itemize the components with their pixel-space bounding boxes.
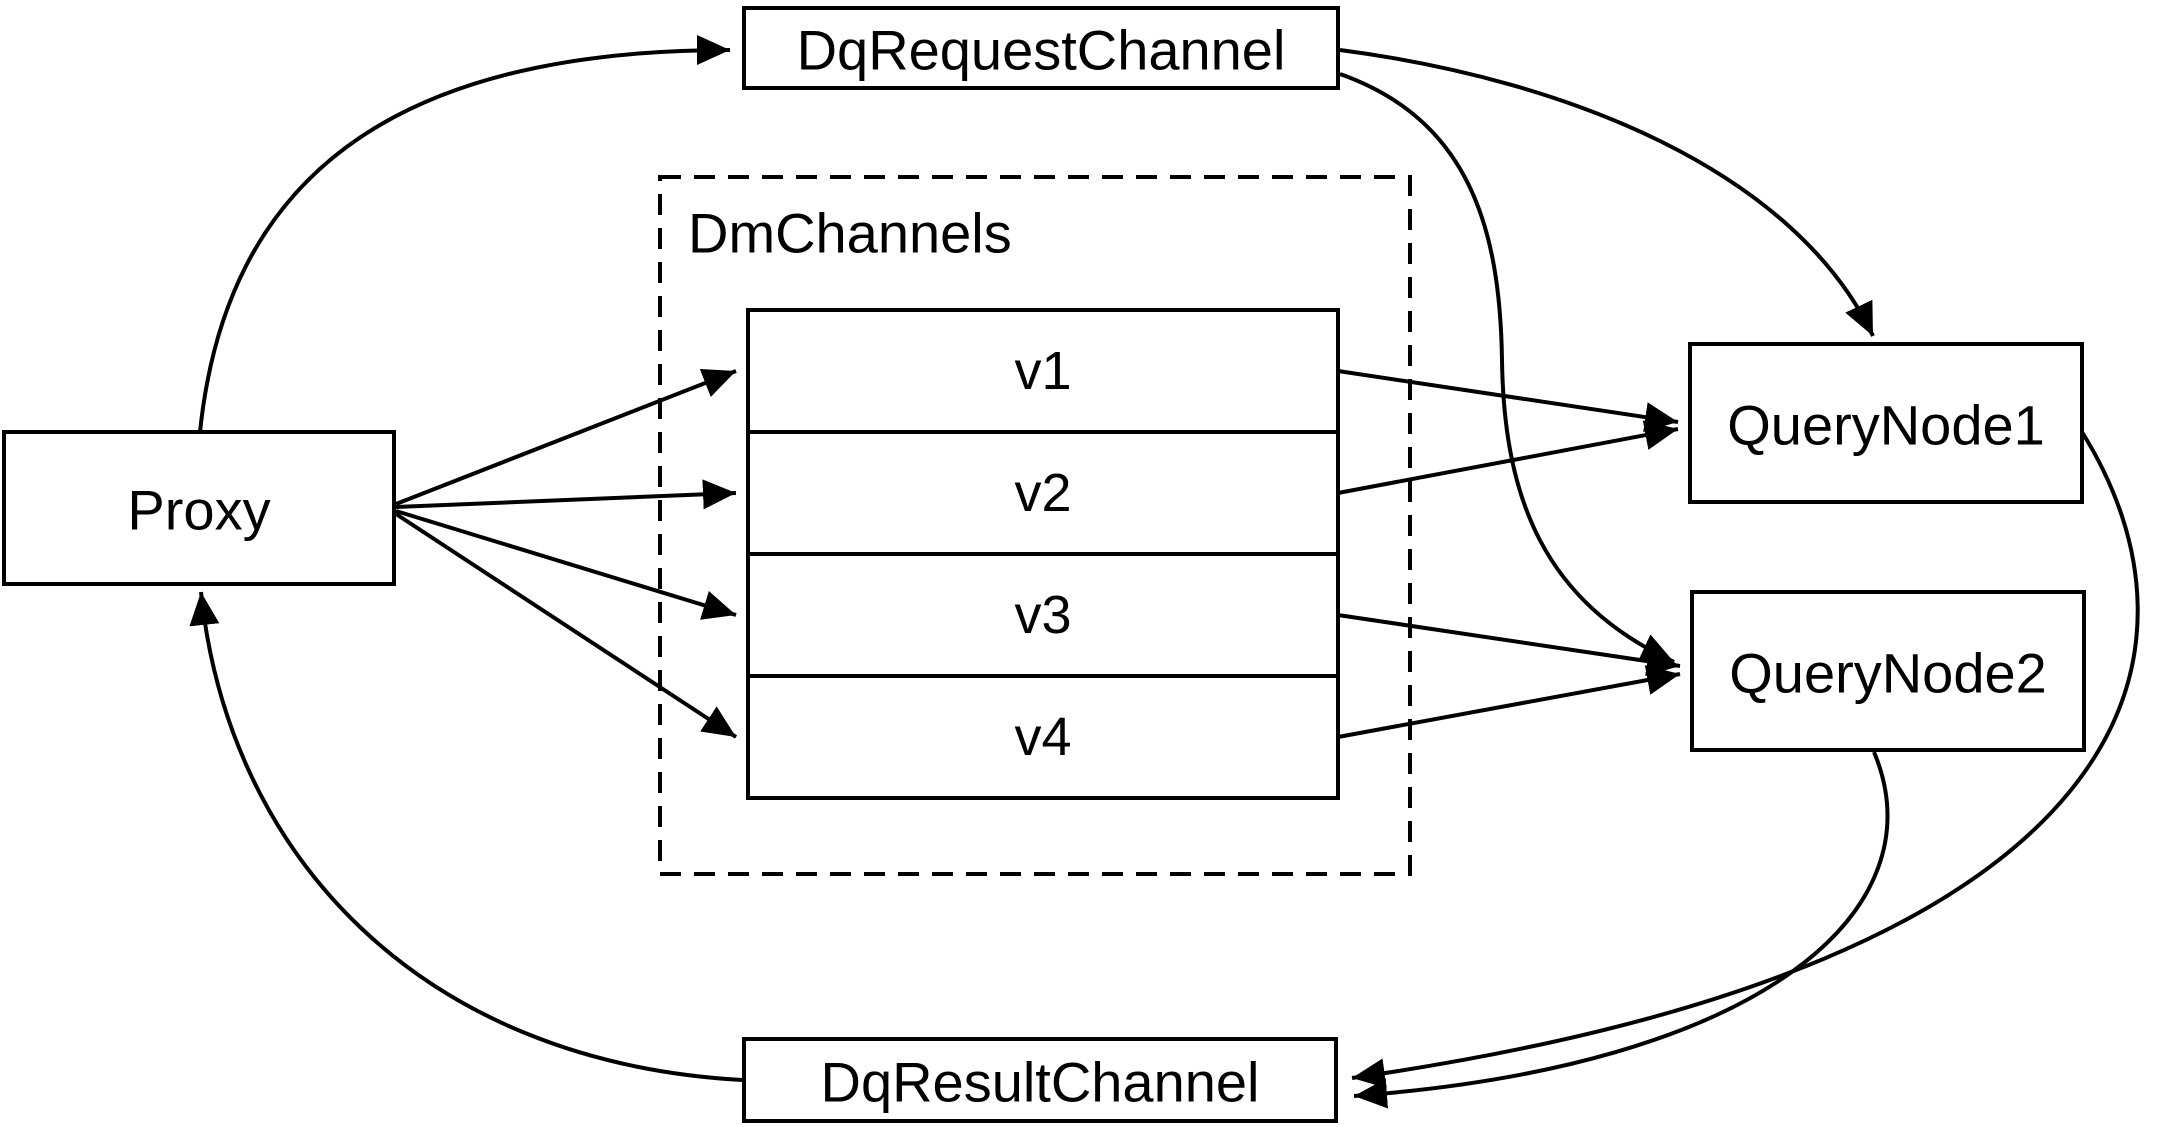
edge-v2-to-query-node-1 xyxy=(1337,420,1679,495)
edge-proxy-to-v1 xyxy=(395,369,737,506)
dq-result-channel-box xyxy=(742,1037,1338,1123)
edge-dq-request-channel-to-query-node-2 xyxy=(1339,72,1675,664)
dq-request-channel-box xyxy=(742,6,1340,90)
edge-dq-request-channel-to-query-node-1 xyxy=(1339,48,1875,337)
dm-channels-border xyxy=(658,175,1412,876)
edge-proxy-to-v4 xyxy=(394,512,738,739)
query-node-1-label: QueryNode1 xyxy=(1727,394,2045,457)
dq-request-channel-label: DqRequestChannel xyxy=(797,19,1286,82)
edge-v3-to-query-node-2 xyxy=(1337,613,1681,676)
node-proxy: Proxy xyxy=(2,430,396,586)
channel-table: v1 v2 v3 v4 xyxy=(746,308,1340,800)
edge-query-node-2-to-dq-result-channel xyxy=(1353,751,1890,1109)
node-query-node-1: QueryNode1 xyxy=(1688,342,2084,504)
edge-dq-result-channel-to-proxy xyxy=(189,591,743,1082)
query-node-1-box xyxy=(1688,342,2084,504)
node-query-node-2: QueryNode2 xyxy=(1690,590,2086,752)
node-dq-result-channel: DqResultChannel xyxy=(742,1037,1338,1123)
edge-v1-to-query-node-1 xyxy=(1337,369,1679,432)
channel-row-v2: v2 xyxy=(1014,463,1071,523)
node-dq-request-channel: DqRequestChannel xyxy=(742,6,1340,90)
proxy-box xyxy=(2,430,396,586)
channel-row-v1: v1 xyxy=(1014,341,1071,401)
edge-proxy-to-v3 xyxy=(395,509,737,620)
channel-row-v4: v4 xyxy=(1014,707,1071,767)
dm-channels-label: DmChannels xyxy=(688,202,1012,265)
edge-proxy-to-v2 xyxy=(395,479,737,510)
proxy-label: Proxy xyxy=(127,479,270,542)
edge-proxy-to-dq-request-channel xyxy=(198,35,731,433)
dq-result-channel-label: DqResultChannel xyxy=(821,1051,1260,1114)
dm-channels-group: DmChannels v1 v2 v3 v4 xyxy=(658,175,1412,876)
channel-row-v3: v3 xyxy=(1014,585,1071,645)
edge-v4-to-query-node-2 xyxy=(1337,665,1681,739)
query-node-2-label: QueryNode2 xyxy=(1729,642,2047,705)
edge-query-node-1-to-dq-result-channel xyxy=(1351,430,2140,1089)
query-node-2-box xyxy=(1690,590,2086,752)
edges xyxy=(189,35,2140,1109)
